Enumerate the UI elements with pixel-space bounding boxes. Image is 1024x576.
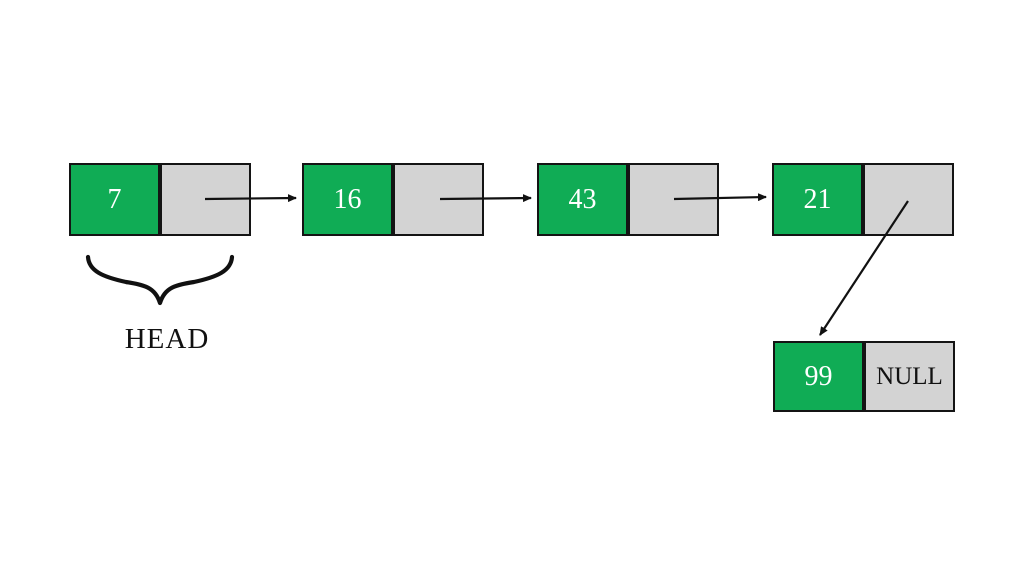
node-value-cell: 21 — [772, 163, 863, 236]
head-label: HEAD — [124, 323, 210, 355]
node-value-cell: 7 — [69, 163, 160, 236]
node-value-cell: 16 — [302, 163, 393, 236]
linked-list-node: 99 NULL — [773, 341, 955, 412]
node-pointer-cell — [160, 163, 251, 236]
node-value-cell: 99 — [773, 341, 864, 412]
node-pointer-cell — [393, 163, 484, 236]
head-brace — [85, 254, 235, 306]
node-null-cell: NULL — [864, 341, 955, 412]
linked-list-node: 7 — [69, 163, 251, 236]
linked-list-node: 43 — [537, 163, 719, 236]
node-pointer-cell — [863, 163, 954, 236]
node-pointer-cell — [628, 163, 719, 236]
linked-list-node: 16 — [302, 163, 484, 236]
node-value-cell: 43 — [537, 163, 628, 236]
linked-list-node: 21 — [772, 163, 954, 236]
